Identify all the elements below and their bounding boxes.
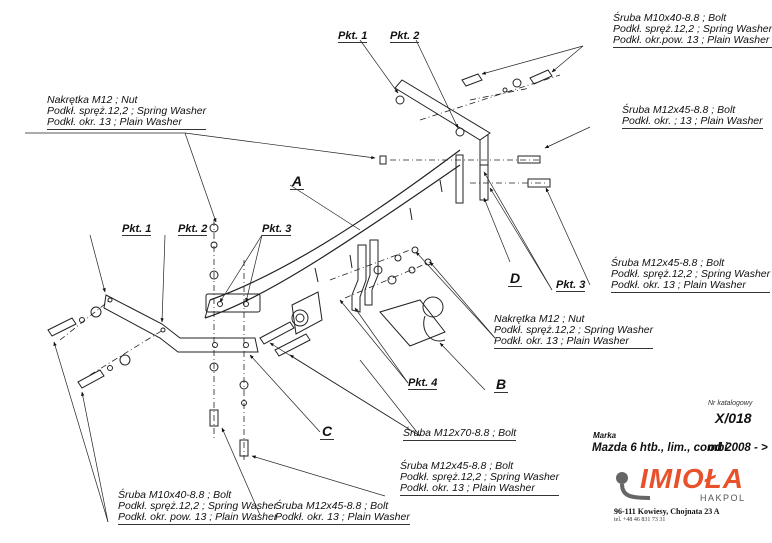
callout-line: Podkł. spręż.12,2 ; Spring Washer [611,268,771,280]
callout-bottom-left: Śruba M10x40-8.8 ; Bolt Podkł. spręż.12,… [118,489,278,525]
callout-line: Podkł. okr. 13 ; Plain Washer [275,511,410,525]
tag-pkt1-left: Pkt. 1 [122,223,152,236]
crossbar-a [204,149,464,319]
callout-line: Śruba M12x45-8.8 ; Bolt [275,500,389,512]
callout-line: Podkł. spręż.12,2 ; Spring Washer [47,105,207,117]
callout-line: Nakrętka M12 ; Nut [494,313,585,325]
callout-line: Podkł. okr. 13 ; Plain Washer [494,336,654,349]
callout-line: Podkł. okr. 13 ; Plain Washer [400,483,560,496]
socket-plate [291,291,323,335]
tag-pkt3-left: Pkt. 3 [262,223,292,236]
label-a: A [290,173,305,190]
callout-top-left: Nakrętka M12 ; Nut Podkł. spręż.12,2 ; S… [47,94,207,130]
callout-line: Podkł. spręż.12,2 ; Spring Washer [494,324,654,336]
towball-b [379,296,446,347]
callout-line: Śruba M12x45-8.8 ; Bolt [400,460,514,472]
callout-right-mid: Śruba M12x45-8.8 ; Bolt Podkł. okr. ; 13… [622,105,763,129]
towball-logo-icon [616,472,651,500]
hanger-plates [351,239,379,313]
fasteners [47,69,553,457]
callout-line: Śruba M10x40-8.8 ; Bolt [118,489,232,501]
company-phone: tel. +48 46 831 73 31 [614,517,666,523]
company-address: 96-111 Kowiesy, Chojnata 23 A [614,507,720,516]
tag-pkt4: Pkt. 4 [408,377,438,390]
callout-top-right: Śruba M10x40-8.8 ; Bolt Podkł. spręż.12,… [613,13,772,48]
callout-line: Podkł. spręż.12,2 ; Spring Washer [400,471,560,483]
callout-line: Podkł. spręż.12,2 ; Spring Washer [118,500,278,512]
callout-line: Podkł. okr. pow. 13 ; Plain Washer [118,511,278,525]
bracket-d [394,79,491,201]
company-logo: IMIOŁA [640,463,744,494]
model-years: od 2008 - > [708,442,768,454]
callout-line: Podkł. spręż.12,2 ; Spring Washer [613,23,772,35]
catalog-number-label: Nr katalogowy [708,400,753,407]
brand-label: Marka [593,431,617,440]
tag-pkt1-top: Pkt. 1 [338,30,368,43]
label-c: C [320,423,335,440]
callout-line: Podkł. okr. 13 ; Plain Washer [47,117,207,130]
callout-line: Śruba M12x45-8.8 ; Bolt [622,104,736,116]
callout-line: Podkł. okr. ; 13 ; Plain Washer [622,115,763,129]
label-d: D [508,270,523,287]
callout-right-lower: Śruba M12x45-8.8 ; Bolt Podkł. spręż.12,… [611,257,771,293]
callout-line: Podkł. okr.pow. 13 ; Plain Washer [613,35,772,48]
callout-nut-center: Nakrętka M12 ; Nut Podkł. spręż.12,2 ; S… [494,313,654,349]
callout-line: Nakrętka M12 ; Nut [47,94,138,106]
callout-bottom-mid: Śruba M12x45-8.8 ; Bolt Podkł. okr. 13 ;… [275,501,410,525]
tag-pkt3-right: Pkt. 3 [556,279,586,292]
callout-line: Śruba M12x45-8.8 ; Bolt [611,257,725,269]
catalog-number: X/018 [715,410,752,426]
callout-line: Podkł. okr. 13 ; Plain Washer [611,280,771,293]
bracket-c [103,294,259,353]
callout-line: Śruba M12x70-8.8 ; Bolt [403,427,517,441]
tag-pkt2-top: Pkt. 2 [390,30,420,43]
tag-pkt2-left: Pkt. 2 [178,223,208,236]
label-b: B [494,376,509,393]
callout-bottom-center: Śruba M12x45-8.8 ; Bolt Podkł. spręż.12,… [400,460,560,496]
callout-line: Śruba M10x40-8.8 ; Bolt [613,12,727,24]
company-sub: HAKPOL [700,493,746,503]
vehicle-model: Mazda 6 htb., lim., combi [592,442,728,454]
callout-bolt-m12x70: Śruba M12x70-8.8 ; Bolt [403,427,517,441]
